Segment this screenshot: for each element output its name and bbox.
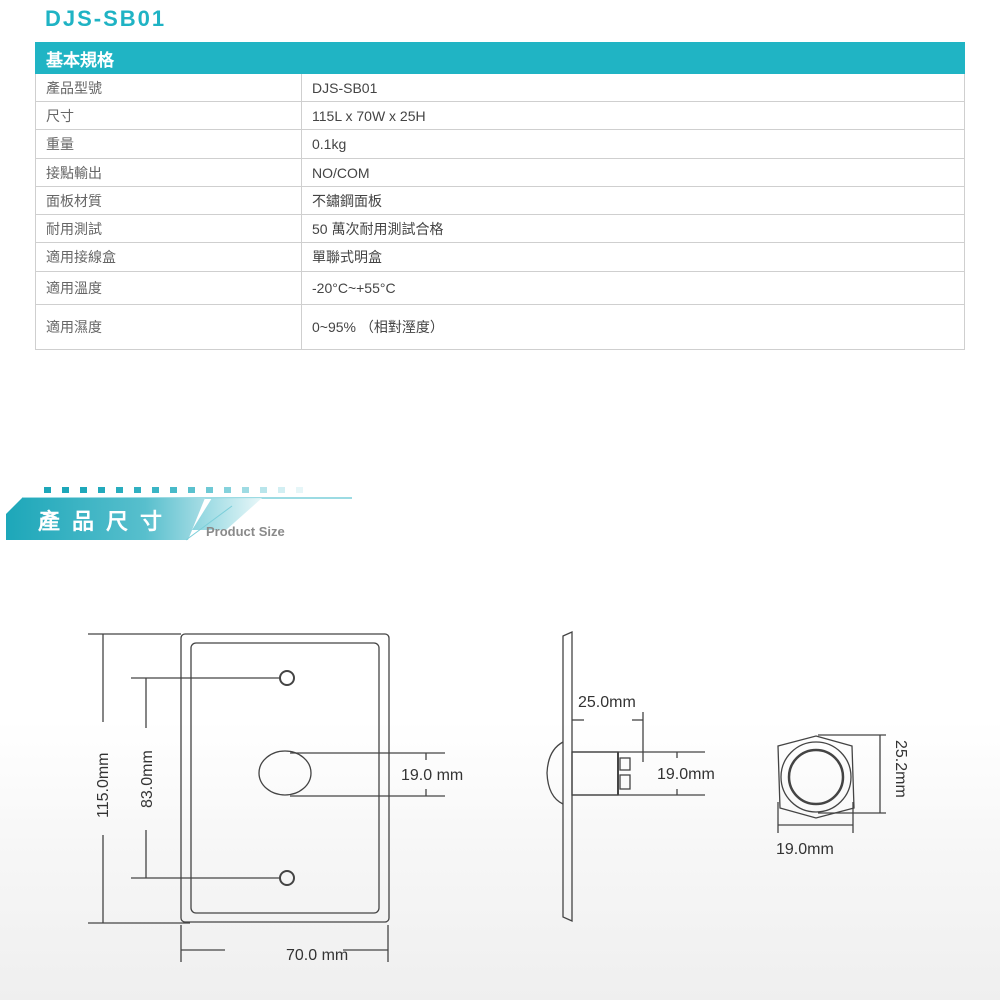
section-subtitle: Product Size	[206, 524, 285, 539]
row-label: 適用溫度	[35, 271, 302, 305]
table-row: 面板材質 不鏽鋼面板	[35, 186, 965, 215]
row-value: 115L x 70W x 25H	[301, 101, 965, 130]
side-view-drawing	[546, 630, 705, 923]
row-value: 0.1kg	[301, 129, 965, 159]
dim-front-height: 115.0mm	[95, 752, 112, 818]
spec-table-header: 基本規格	[35, 42, 965, 74]
row-value: NO/COM	[301, 158, 965, 187]
spec-table: 基本規格 產品型號 DJS-SB01 尺寸 115L x 70W x 25H 重…	[35, 42, 965, 350]
row-label: 耐用測試	[35, 214, 302, 243]
table-row: 耐用測試 50 萬次耐用測試合格	[35, 214, 965, 243]
row-label: 面板材質	[35, 186, 302, 215]
row-value: 不鏽鋼面板	[301, 186, 965, 215]
table-row: 適用濕度 0~95% （相對溼度）	[35, 304, 965, 350]
table-row: 重量 0.1kg	[35, 129, 965, 159]
hex-nut-drawing	[777, 734, 886, 833]
row-label: 適用濕度	[35, 304, 302, 350]
row-value: -20°C~+55°C	[301, 271, 965, 305]
row-value: 單聯式明盒	[301, 242, 965, 272]
row-value: 50 萬次耐用測試合格	[301, 214, 965, 243]
dim-nut-height: 25.2mm	[892, 740, 909, 798]
table-row: 適用接線盒 單聯式明盒	[35, 242, 965, 272]
row-label: 適用接線盒	[35, 242, 302, 272]
row-label: 重量	[35, 129, 302, 159]
decorative-squares-icon	[44, 487, 303, 493]
spec-table-title: 基本規格	[35, 42, 965, 74]
dim-nut-width: 19.0mm	[776, 841, 834, 858]
dim-hole-spacing: 83.0mm	[139, 750, 156, 808]
row-label: 接點輸出	[35, 158, 302, 187]
dim-side-depth: 25.0mm	[578, 694, 636, 711]
table-row: 適用溫度 -20°C~+55°C	[35, 271, 965, 305]
dim-front-width: 70.0 mm	[286, 947, 348, 964]
section-title: 產品尺寸	[38, 509, 175, 534]
front-plate-drawing	[88, 633, 445, 962]
row-label: 尺寸	[35, 101, 302, 130]
dimension-drawing: 115.0mm 83.0mm 19.0 mm 70.0 mm 25.0mm 19…	[88, 630, 909, 964]
table-row: 尺寸 115L x 70W x 25H	[35, 101, 965, 130]
banner-graphic	[6, 487, 352, 541]
dim-button-diameter: 19.0 mm	[401, 767, 463, 784]
model-title: DJS-SB01	[45, 6, 167, 31]
section-banner: 產品尺寸 Product Size	[0, 480, 380, 560]
row-label: 產品型號	[35, 73, 302, 102]
table-row: 產品型號 DJS-SB01	[35, 73, 965, 102]
table-row: 接點輸出 NO/COM	[35, 158, 965, 187]
row-value: DJS-SB01	[301, 73, 965, 102]
row-value: 0~95% （相對溼度）	[301, 304, 965, 350]
dim-side-diameter: 19.0mm	[657, 766, 715, 783]
